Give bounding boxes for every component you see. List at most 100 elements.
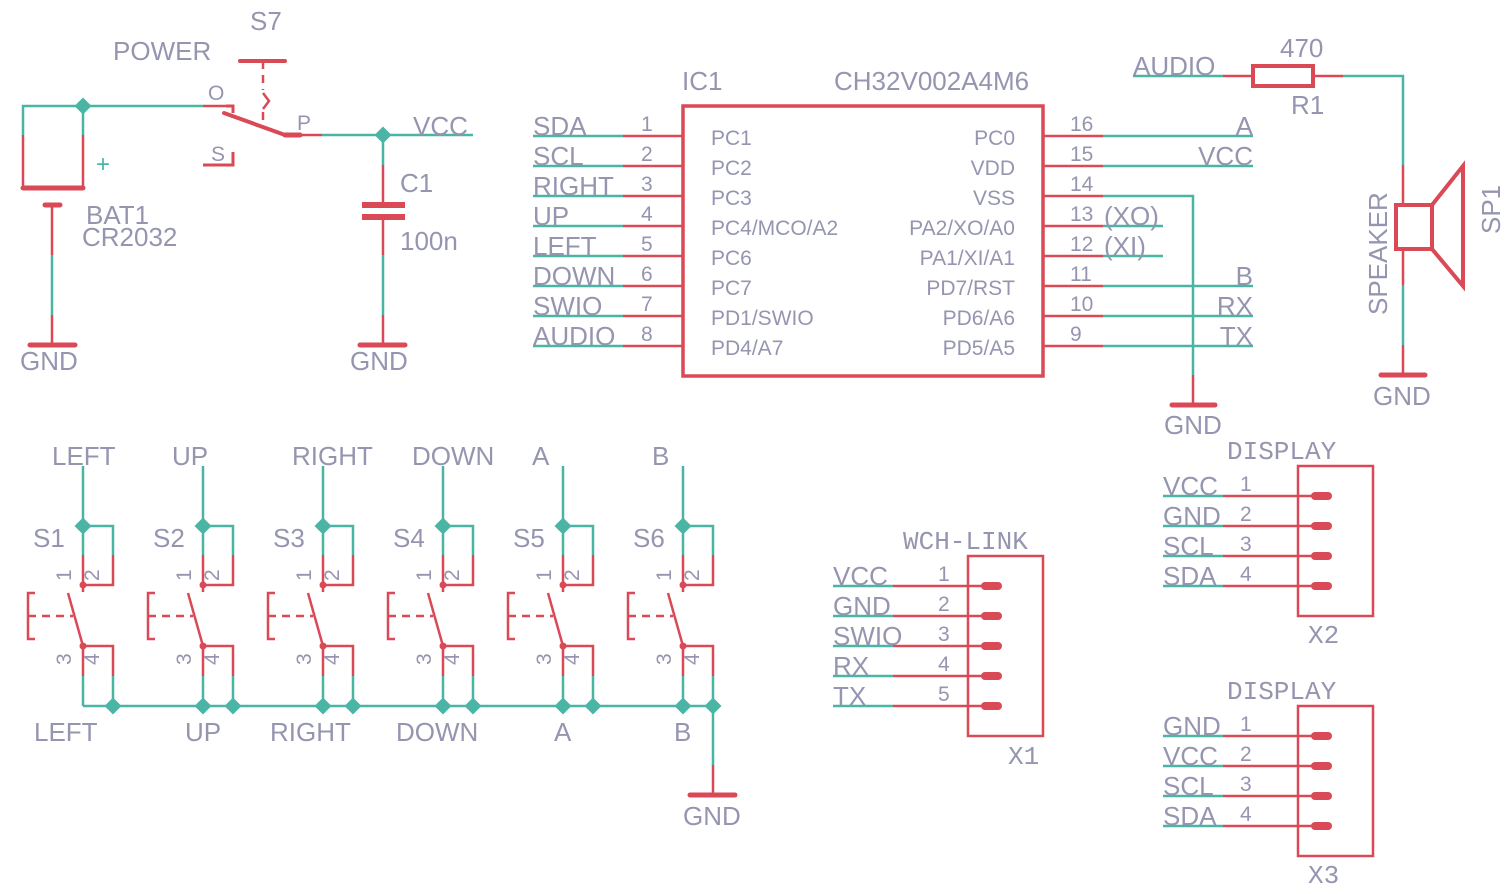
pin-name: PC3 — [711, 187, 752, 210]
connector-value: WCH-LINK — [903, 527, 1028, 557]
pin-number: 1 — [53, 569, 76, 581]
pin-number: 2 — [201, 569, 224, 581]
capacitor-c1[interactable]: VCC C1 100n GND — [322, 111, 473, 376]
pin-number: 3 — [53, 653, 76, 665]
switch-ref: S7 — [250, 6, 282, 36]
connector-value: DISPLAY — [1227, 677, 1337, 707]
pin-number: 8 — [641, 323, 653, 346]
pin-number: 2 — [681, 569, 704, 581]
pin-number: 15 — [1070, 143, 1093, 166]
pin-number: 2 — [1240, 743, 1252, 766]
net-label: RX — [833, 651, 869, 681]
pin-name: VDD — [971, 157, 1015, 180]
battery-ref: BAT1 — [86, 200, 149, 230]
net-label: TX — [833, 681, 866, 711]
pin-number: 2 — [938, 593, 950, 616]
button-ref: S2 — [153, 523, 185, 553]
net-label: GND — [1163, 711, 1221, 741]
net-label: VCC — [1163, 471, 1218, 501]
net-label: TX — [1220, 321, 1253, 351]
pin-name: PD4/A7 — [711, 337, 783, 360]
switch-pin-o: O — [208, 82, 224, 105]
pin-name: PD5/A5 — [943, 337, 1015, 360]
power-section: + BAT1 CR2032 GND POWER S7 O P S — [20, 6, 473, 376]
pin-number: 5 — [641, 233, 653, 256]
audio-net-label: AUDIO — [1133, 51, 1215, 81]
pin-number: 1 — [641, 113, 653, 136]
pin-name: VSS — [973, 187, 1015, 210]
net-label-bottom: B — [674, 717, 691, 747]
cap-ref: C1 — [400, 168, 433, 198]
pin-number: 12 — [1070, 233, 1093, 256]
pin-name: PC6 — [711, 247, 752, 270]
pin-number: 14 — [1070, 173, 1094, 196]
pin-number: 4 — [681, 653, 704, 665]
pin-number: 9 — [1070, 323, 1082, 346]
pin-number: 1 — [173, 569, 196, 581]
ic-ref: IC1 — [682, 66, 722, 96]
net-label: SDA — [533, 111, 587, 141]
net-label: GND — [833, 591, 891, 621]
gnd-label: GND — [1373, 381, 1431, 411]
connector-ref: X1 — [1008, 742, 1039, 772]
net-label: (XO) — [1104, 201, 1159, 231]
button-ref: S4 — [393, 523, 425, 553]
pin-number: 1 — [413, 569, 436, 581]
net-label-top: DOWN — [412, 441, 494, 471]
resistor-value: 470 — [1280, 33, 1323, 63]
pin-number: 2 — [641, 143, 653, 166]
gnd-label: GND — [1164, 410, 1222, 440]
pin-name: PD7/RST — [926, 277, 1015, 300]
power-switch-s7[interactable]: POWER S7 O P S — [113, 6, 322, 167]
net-label: SCL — [1163, 771, 1214, 801]
button-ref: S1 — [33, 523, 65, 553]
battery-value: CR2032 — [82, 222, 177, 252]
net-label-bottom: RIGHT — [270, 717, 351, 747]
resistor-r1[interactable]: AUDIO 470 R1 — [1133, 33, 1405, 165]
pin-number: 3 — [293, 653, 316, 665]
connector-ref: X2 — [1308, 621, 1339, 651]
pin-number: 6 — [641, 263, 653, 286]
connector-ref: X3 — [1308, 861, 1339, 891]
pin-number: 3 — [1240, 773, 1252, 796]
speaker-sp1[interactable]: SPEAKER SP1 GND — [1363, 160, 1506, 411]
pin-number: 4 — [641, 203, 653, 226]
pin-number: 16 — [1070, 113, 1093, 136]
battery-bat1[interactable]: + BAT1 CR2032 GND — [20, 97, 203, 376]
net-label: VCC — [833, 561, 888, 591]
gnd-label: GND — [350, 346, 408, 376]
net-label: GND — [1163, 501, 1221, 531]
vcc-label: VCC — [413, 111, 468, 141]
pin-name: PC0 — [974, 127, 1015, 150]
pin-number: 3 — [1240, 533, 1252, 556]
pin-number: 4 — [1240, 803, 1252, 826]
pin-number: 1 — [653, 569, 676, 581]
